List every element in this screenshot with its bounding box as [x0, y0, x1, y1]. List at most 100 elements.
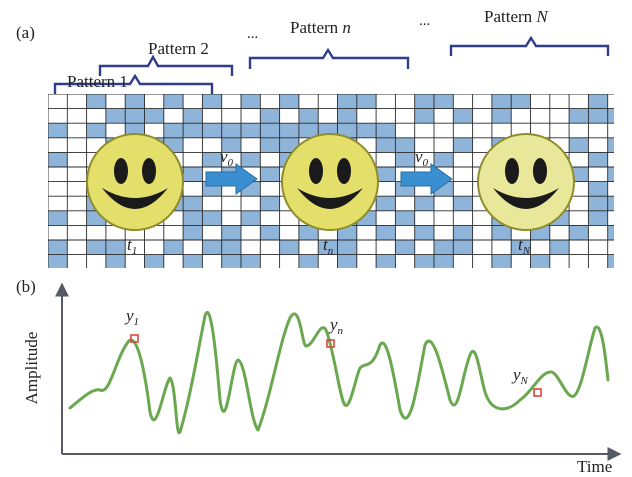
sample-marker-1	[130, 334, 139, 343]
checker-cell	[569, 137, 589, 153]
checker-cell	[491, 108, 512, 124]
checker-cell	[260, 167, 280, 182]
checker-cell	[105, 240, 126, 255]
checker-cell	[491, 94, 512, 109]
sample-marker-N	[533, 388, 542, 397]
checker-cell	[298, 123, 319, 138]
checker-cell	[337, 254, 357, 268]
time-label-n: tn	[323, 235, 334, 257]
checker-cell	[221, 240, 241, 255]
checker-cell	[221, 254, 241, 268]
checker-cell	[221, 225, 241, 240]
checker-cell	[434, 240, 454, 255]
checker-cell	[337, 240, 357, 255]
checker-cell	[125, 94, 145, 109]
pattern-1-label: Pattern 1	[67, 72, 128, 91]
bracket-pattern-2	[98, 54, 234, 76]
time-label-N: tN	[518, 235, 531, 257]
checker-cell	[376, 137, 396, 153]
checker-cell	[144, 254, 164, 268]
checker-cell	[395, 240, 415, 255]
checker-cell	[588, 108, 608, 124]
checker-cell	[607, 167, 614, 182]
checker-cell	[549, 240, 570, 255]
checker-cell	[48, 254, 68, 268]
checker-cell	[569, 225, 589, 240]
checker-cell	[260, 123, 280, 138]
checker-cell	[434, 94, 454, 109]
smiley-face-1	[86, 133, 184, 231]
checker-cell	[569, 108, 589, 124]
pattern-2-label: Pattern 2	[148, 39, 209, 58]
checker-cell	[298, 254, 319, 268]
smiley-face-n	[281, 133, 379, 231]
checker-cell	[414, 196, 434, 211]
checker-cell	[48, 210, 68, 226]
bracket-pattern-N	[449, 35, 610, 56]
y-axis-label: Amplitude	[22, 332, 41, 405]
checker-cell	[376, 254, 396, 268]
checker-cell	[183, 167, 203, 182]
checker-cell	[376, 123, 396, 138]
checker-cell	[144, 108, 164, 124]
checker-cell	[414, 108, 434, 124]
checker-cell	[183, 123, 203, 138]
checker-cell	[434, 152, 454, 167]
checker-cell	[183, 196, 203, 211]
sample-label-1: y1	[124, 306, 139, 328]
checker-cell	[434, 254, 454, 268]
ellipsis-1: ...	[247, 26, 258, 42]
checker-cell	[105, 108, 126, 124]
ellipsis-2: ...	[419, 13, 430, 29]
velocity-arrow-2	[400, 163, 453, 195]
checker-cell	[588, 181, 608, 197]
sample-marker-n	[326, 339, 335, 348]
checker-cell	[183, 108, 203, 124]
checker-cell	[260, 108, 280, 124]
checker-cell	[607, 137, 614, 153]
checker-cell	[588, 196, 608, 211]
pattern-N-label: Pattern N	[484, 7, 549, 26]
panel-b-label: (b)	[16, 277, 36, 296]
checker-cell	[607, 225, 614, 240]
checker-cell	[241, 254, 261, 268]
checker-cell	[356, 94, 377, 109]
bracket-pattern-1	[53, 73, 214, 94]
checker-cell	[183, 210, 203, 226]
signal-curve	[68, 311, 610, 434]
velocity-label-1: v0	[220, 147, 234, 169]
checker-cell	[395, 152, 415, 167]
checker-cell	[607, 108, 614, 124]
checker-cell	[376, 225, 396, 240]
checker-cell	[588, 94, 608, 109]
checker-cell	[163, 94, 184, 109]
checker-cell	[260, 196, 280, 211]
checker-cell	[395, 210, 415, 226]
checker-cell	[588, 152, 608, 167]
checker-cell	[241, 123, 261, 138]
checker-cell	[318, 240, 338, 255]
checker-cell	[511, 240, 531, 255]
checker-cell	[337, 123, 357, 138]
checker-cell	[356, 123, 377, 138]
checker-cell	[105, 254, 126, 268]
checker-cell	[202, 123, 222, 138]
checker-cell	[453, 108, 473, 124]
checker-cell	[279, 240, 299, 255]
checker-cell	[202, 152, 222, 167]
checker-cell	[163, 123, 184, 138]
pattern-n-label: Pattern n	[290, 18, 351, 37]
checker-cell	[221, 137, 241, 153]
checker-cell	[125, 108, 145, 124]
checker-cell	[202, 240, 222, 255]
velocity-label-2: v0	[415, 147, 429, 169]
checker-cell	[48, 123, 68, 138]
checker-cell	[414, 94, 434, 109]
checker-cell	[241, 152, 261, 167]
velocity-arrows	[205, 163, 453, 195]
checker-cell	[453, 240, 473, 255]
checker-cell	[298, 225, 319, 240]
sample-label-N: yN	[511, 365, 529, 387]
time-label-1: t1	[127, 235, 137, 257]
